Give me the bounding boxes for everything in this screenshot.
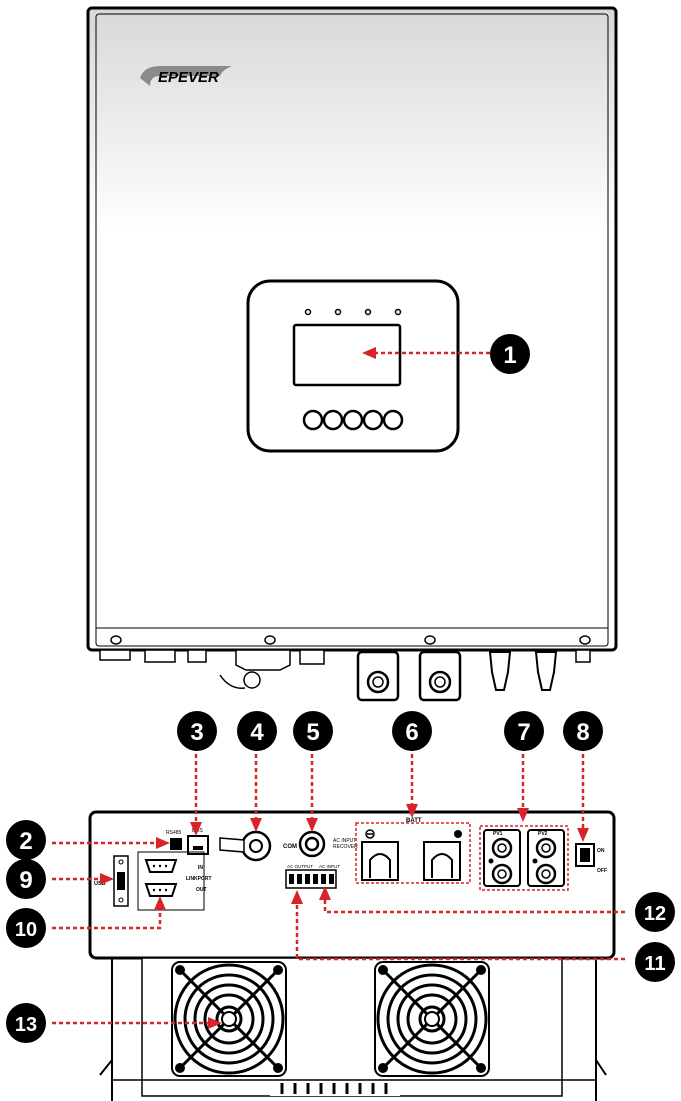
fan-housing [99,957,607,1101]
svg-text:1: 1 [503,342,516,369]
svg-text:12: 12 [644,903,666,925]
svg-text:USB: USB [94,881,106,887]
bottom-screws [110,635,591,645]
panel-buttons[interactable] [302,409,404,431]
cooling-fan-left [171,961,287,1077]
callout-9: 9 [6,859,46,899]
pv-connectors[interactable]: PV1 PV2 [479,825,569,891]
svg-text:2: 2 [19,828,32,855]
svg-text:AC OUTPUT: AC OUTPUT [287,864,313,869]
svg-text:PV2: PV2 [538,831,548,837]
svg-text:OFF: OFF [597,868,607,874]
svg-text:7: 7 [517,719,530,746]
svg-text:OUT: OUT [196,887,207,893]
svg-text:11: 11 [644,953,665,975]
logo-text: EPEVER [158,69,219,86]
callout-3: 3 [177,711,217,751]
callout-10: 10 [6,908,46,948]
svg-text:4: 4 [250,719,264,746]
cooling-fan-right [374,961,490,1077]
svg-text:RECOVER: RECOVER [333,844,358,850]
callout-6: 6 [392,711,432,751]
svg-text:10: 10 [15,919,37,941]
com-port[interactable]: COM [219,830,297,862]
inverter-bottom-view: RS485 BMS COM AC INPUT RECOVER AC OUTPUT… [88,810,616,960]
svg-text:AC INPUT: AC INPUT [319,864,340,869]
ac-terminal-block[interactable]: AC OUTPUT AC INPUT [285,864,340,889]
svg-text:5: 5 [306,719,319,746]
inverter-front-view: EPEVER [86,6,618,702]
svg-text:RS485: RS485 [166,830,182,836]
callout-8: 8 [563,711,603,751]
lcd-screen [292,323,402,387]
epever-logo: EPEVER [140,66,232,86]
bottom-connectors [99,649,591,702]
linkport-connectors[interactable]: IN LINKPORT OUT [137,851,212,911]
svg-text:LINKPORT: LINKPORT [186,876,212,882]
svg-text:PV1: PV1 [493,831,503,837]
svg-text:13: 13 [15,1014,37,1036]
svg-text:COM: COM [283,844,297,850]
svg-text:IN: IN [198,865,203,871]
callout-11: 11 [635,942,675,982]
svg-text:AC INPUT: AC INPUT [333,838,356,844]
svg-text:3: 3 [190,719,203,746]
callout-2: 2 [6,820,46,860]
usb-port[interactable]: USB [94,855,129,907]
callout-4: 4 [237,711,277,751]
rs485-port[interactable]: RS485 [166,830,182,850]
svg-text:8: 8 [576,719,589,746]
display-panel [246,279,460,453]
svg-text:BATT: BATT [406,818,422,824]
svg-text:9: 9 [19,867,32,894]
callout-7: 7 [504,711,544,751]
callout-1: 1 [490,334,530,374]
battery-terminals[interactable]: BATT [355,818,471,884]
svg-text:6: 6 [405,719,418,746]
power-switch[interactable]: ON OFF [575,843,607,874]
indicator-leds [304,308,402,316]
callout-5: 5 [293,711,333,751]
ac-input-recover-button[interactable]: AC INPUT RECOVER [298,830,358,858]
callout-12: 12 [635,892,675,932]
callout-13: 13 [6,1003,46,1043]
svg-text:ON: ON [597,848,605,854]
callout-arrows [52,347,625,1029]
